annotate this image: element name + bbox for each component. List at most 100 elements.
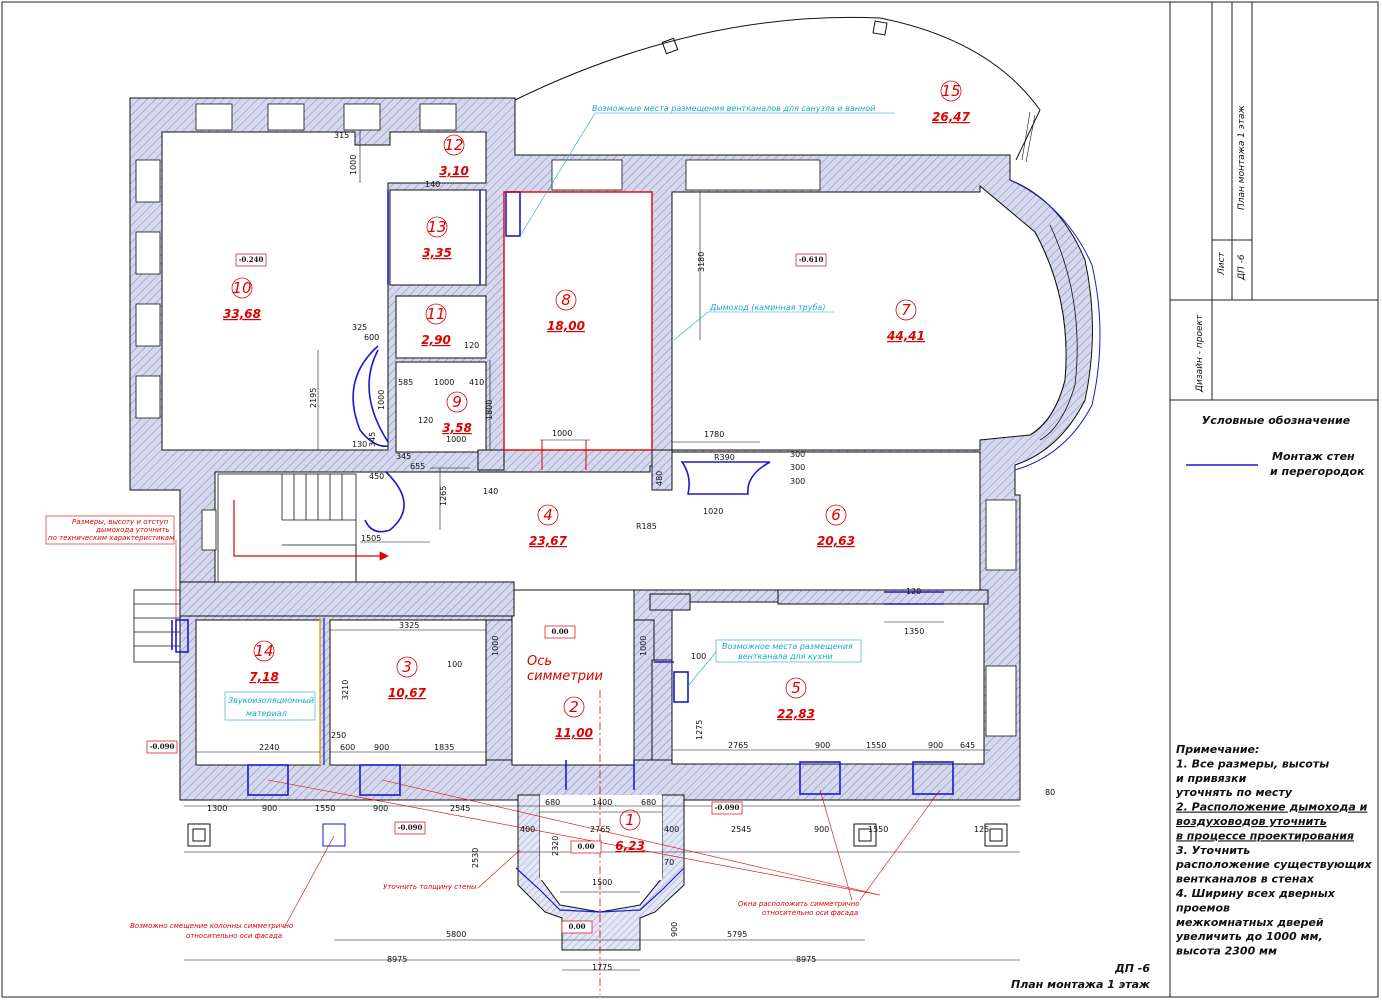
- room-number: 14: [254, 642, 273, 660]
- dimension-label: 325: [352, 323, 367, 332]
- room-circle: [446, 391, 468, 413]
- remark-line: и привязки: [1176, 772, 1247, 785]
- room-area: 26,47: [932, 110, 971, 124]
- room-number: 10: [232, 279, 251, 297]
- note-soundproof-2: материал: [246, 709, 287, 718]
- remark-line: 4. Ширину всех дверных: [1175, 887, 1336, 900]
- dimension-label: 70: [664, 858, 674, 867]
- dimension-label: 1775: [592, 963, 612, 972]
- room-circle: [555, 289, 577, 311]
- remark-line: 2. Расположение дымохода и: [1176, 801, 1368, 814]
- room-circle: [443, 134, 465, 156]
- dimension-label: 1300: [207, 804, 227, 813]
- dimension-label: 2545: [731, 825, 751, 834]
- dimension-label: 5795: [727, 930, 747, 939]
- room-number: 8: [561, 291, 571, 309]
- level-marker: -0.090: [150, 742, 175, 751]
- room-area: 22,83: [777, 707, 815, 721]
- note-vent-kitchen-2: вентканала для кухни: [738, 652, 833, 661]
- dimension-label: 900: [928, 741, 943, 750]
- room-number: 4: [543, 506, 553, 524]
- dimension-label: 1265: [439, 486, 448, 506]
- room-number: 6: [831, 506, 841, 524]
- note-chimney-dims-2: дымохода уточнить: [95, 526, 170, 534]
- room-number: 5: [791, 679, 801, 697]
- dimension-label: 120: [906, 587, 921, 596]
- room-circle: [231, 277, 253, 299]
- room-area: 44,41: [886, 329, 925, 343]
- dimension-label: 900: [373, 804, 388, 813]
- room-circle: [895, 299, 917, 321]
- annotations: Возможные места размещения вентканалов д…: [48, 104, 875, 940]
- dimension-label: 1400: [592, 798, 612, 807]
- dimension-label: 120: [464, 341, 479, 350]
- dimension-label: 1780: [704, 430, 724, 439]
- dimension-label: 600: [364, 333, 379, 342]
- dimension-label: 2240: [259, 743, 279, 752]
- room-labels: 16,23211,00310,67423,67522,83620,63744,4…: [223, 80, 971, 853]
- dimension-label: 1020: [703, 507, 723, 516]
- remark-line: уточнять по месту: [1176, 786, 1293, 799]
- room-number: 1: [625, 811, 635, 829]
- room-circle: [785, 677, 807, 699]
- dimension-label: 1000: [349, 155, 358, 175]
- dimension-label: 680: [641, 798, 656, 807]
- dimension-label: 3210: [341, 680, 350, 700]
- note-column-shift-1: Возможно смещение колонны симметрично: [130, 922, 293, 930]
- room-number: 9: [452, 393, 462, 411]
- note-windows-sym-2: относительно оси фасада: [762, 909, 858, 917]
- remark-line: вентканалов в стенах: [1176, 873, 1315, 886]
- dimension-label: 100: [691, 652, 706, 661]
- room-area: 3,10: [439, 164, 469, 178]
- room-circle: [537, 504, 559, 526]
- room-number: 7: [901, 301, 911, 319]
- level-marker: 0.00: [577, 842, 594, 851]
- dimension-label: 2530: [471, 848, 480, 868]
- room-area: 10,67: [388, 686, 427, 700]
- room-area: 33,68: [223, 307, 261, 321]
- legend: Условные обозначение Монтаж стен и перег…: [1186, 414, 1365, 478]
- level-marker: 0.00: [568, 922, 585, 931]
- dimension-label: 3325: [399, 621, 419, 630]
- dimension-label: 1835: [434, 743, 454, 752]
- dimension-label: 450: [369, 472, 384, 481]
- building: [129, 16, 1101, 995]
- remark-line: высота 2300 мм: [1176, 945, 1277, 958]
- note-axis-2: симметрии: [527, 669, 603, 684]
- room-number: 15: [941, 82, 960, 100]
- sheet-number: ДП -6: [1237, 254, 1247, 281]
- legend-title: Условные обозначение: [1202, 414, 1351, 427]
- level-markers: -0.240-0.6100.000.000.00-0.090-0.090-0.0…: [146, 253, 827, 934]
- room-area: 3,58: [442, 421, 472, 435]
- note-wall-thickness: Уточнить толщину стены: [383, 883, 477, 891]
- dimension-label: 680: [545, 798, 560, 807]
- level-marker-box: [711, 801, 743, 815]
- dimension-label: R185: [636, 522, 657, 531]
- dimension-label: 480: [655, 471, 664, 486]
- level-marker-box: [394, 821, 426, 835]
- sheet-label: Лист: [1217, 251, 1227, 276]
- room-area: 2,90: [421, 333, 451, 347]
- room-area: 3,35: [422, 246, 452, 260]
- dimension-label: 900: [374, 743, 389, 752]
- room-circle: [563, 696, 585, 718]
- room-area: 7,18: [249, 670, 279, 684]
- dimension-label: 1000: [552, 429, 572, 438]
- level-marker-box: [544, 625, 576, 639]
- dimension-label: 1000: [434, 378, 454, 387]
- room-circle: [426, 216, 448, 238]
- dimension-label: 250: [331, 731, 346, 740]
- note-chimney: Дымоход (каминная труба): [709, 303, 825, 312]
- note-axis-1: Ось: [527, 654, 552, 669]
- dimension-label: 80: [1045, 788, 1055, 797]
- room-area: 18,00: [547, 319, 585, 333]
- legend-item-line1: Монтаж стен: [1272, 450, 1355, 463]
- room-circle: [396, 656, 418, 678]
- room-circle: [425, 303, 447, 325]
- dimension-label: 655: [410, 462, 425, 471]
- note-vent-kitchen-1: Возможное места размещения: [722, 642, 853, 651]
